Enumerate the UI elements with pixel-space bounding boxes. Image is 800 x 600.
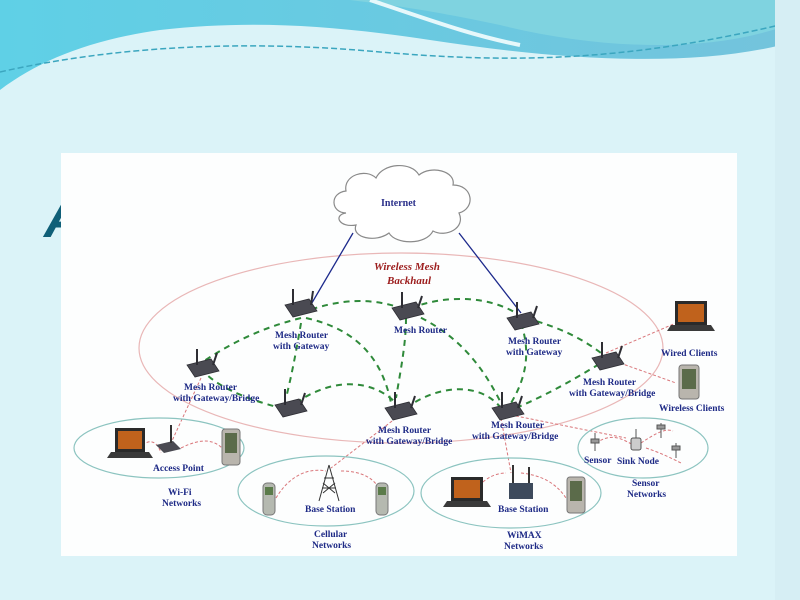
laptop-icon	[667, 301, 715, 331]
sensor-label: Sensor	[584, 456, 612, 466]
mesh-router-icon	[591, 342, 625, 371]
cell-phone-icon	[262, 482, 276, 516]
base-station-label: Base Station	[498, 505, 549, 515]
mesh-router-icon	[186, 349, 220, 378]
wimax-base-station-icon	[509, 465, 533, 499]
wimax-network-label: WiMAX	[507, 531, 542, 541]
router-label: with Gateway	[506, 348, 562, 358]
cellular-network-ellipse	[237, 455, 415, 527]
router-label: Mesh Router	[508, 337, 562, 347]
wimax-network-label: Networks	[504, 542, 543, 552]
mesh-router-icon	[391, 292, 425, 321]
mesh-router-icon	[506, 302, 540, 331]
wifi-network-label: Networks	[162, 499, 201, 509]
cellular-network-label: Cellular	[314, 530, 348, 540]
backhaul-label: Backhaul	[386, 275, 432, 287]
sensor-network-label: Networks	[627, 490, 666, 500]
pda-icon	[566, 476, 586, 514]
mesh-router-icon	[384, 392, 418, 421]
wired-clients-label: Wired Clients	[661, 349, 718, 359]
router-label: Mesh Router	[275, 331, 329, 341]
access-point-label: Access Point	[153, 464, 205, 474]
pda-icon	[221, 428, 241, 466]
router-label: with Gateway	[273, 342, 329, 352]
laptop-icon	[107, 428, 153, 458]
sink-node-icon	[630, 429, 642, 451]
backhaul-label: Wireless Mesh	[374, 261, 440, 273]
mesh-router-icon	[284, 289, 318, 318]
router-label: Mesh Router	[491, 421, 545, 431]
router-label: Mesh Router	[583, 378, 637, 388]
cell-phone-icon	[375, 482, 389, 516]
mesh-router-icon	[274, 389, 308, 418]
laptop-icon	[443, 477, 491, 507]
wimax-network-ellipse	[420, 457, 602, 529]
sensor-network-label: Sensor	[632, 479, 660, 489]
sensor-network-ellipse	[577, 417, 709, 479]
wifi-network-label: Wi-Fi	[168, 488, 192, 498]
mesh-router-icon	[491, 392, 525, 421]
sensor-icon	[671, 443, 681, 458]
router-label: with Gateway/Bridge	[569, 389, 655, 399]
wifi-network-ellipse	[73, 417, 245, 479]
sensor-icon	[590, 433, 600, 451]
router-label: Mesh Router	[394, 326, 448, 336]
pda-icon	[678, 364, 700, 400]
wireless-clients-label: Wireless Clients	[659, 404, 725, 414]
base-station-label: Base Station	[305, 505, 356, 515]
top-wave-light	[350, 0, 800, 45]
mesh-router-icons	[186, 289, 625, 421]
internet-label: Internet	[381, 198, 417, 209]
client-links	[135, 322, 682, 499]
wireless-mesh-network-diagram: Internet Wireless Mesh Backhaul	[61, 153, 737, 556]
sink-node-label: Sink Node	[617, 457, 659, 467]
router-label: with Gateway/Bridge	[472, 432, 558, 442]
internet-link	[305, 232, 354, 314]
router-label: Mesh Router	[378, 426, 432, 436]
internet-cloud-icon: Internet	[333, 165, 471, 243]
cellular-network-label: Networks	[312, 541, 351, 551]
router-label: with Gateway/Bridge	[173, 394, 259, 404]
access-point-icon	[156, 425, 181, 453]
backhaul-ellipse	[138, 252, 664, 444]
internet-link	[458, 232, 522, 314]
router-label: Mesh Router	[184, 383, 238, 393]
wave-dashed-line	[0, 19, 800, 73]
cell-tower-icon	[318, 464, 340, 502]
router-label: with Gateway/Bridge	[366, 437, 452, 447]
sensor-icon	[656, 423, 666, 438]
